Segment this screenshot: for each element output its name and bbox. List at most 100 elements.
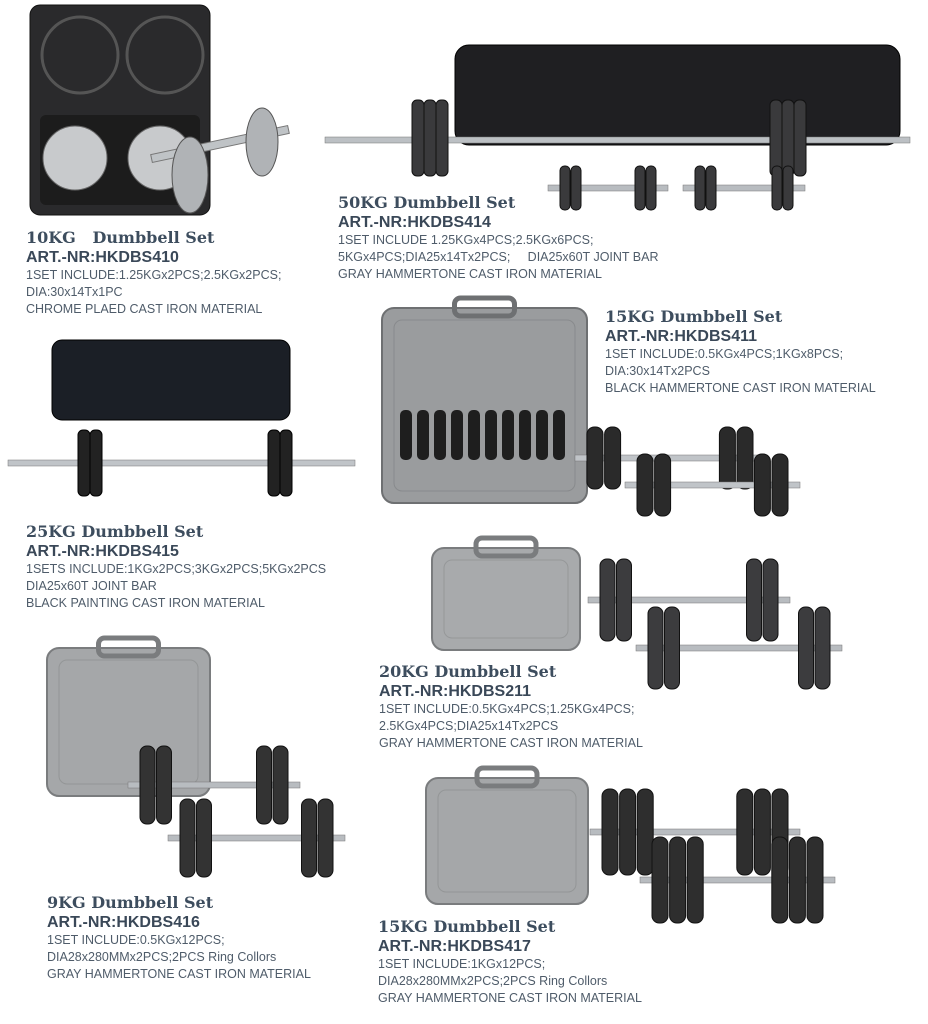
article-number: ART.-NR:HKDBS416	[47, 914, 200, 931]
weight-plate	[753, 453, 771, 517]
carry-case	[425, 777, 589, 905]
barbell-bar	[324, 136, 911, 144]
weight-plate	[762, 558, 779, 642]
spec-line: 1SETS INCLUDE:1KGx2PCS;3KGx2PCS;5KGx2PCS	[26, 562, 327, 576]
product-title: 10KG Dumbbell Set	[26, 228, 215, 247]
weight-plate	[267, 429, 281, 497]
spec-line: GRAY HAMMERTONE CAST IRON MATERIAL	[378, 991, 642, 1005]
spec-line: 1SET INCLUDE:0.5KGx4PCS;1.25KGx4PCS;	[379, 702, 635, 716]
spec-line: DIA28x280MMx2PCS;2PCS Ring Collors	[378, 974, 608, 988]
carry-case	[431, 547, 581, 651]
chrome-plate	[171, 136, 209, 214]
article-number: ART.-NR:HKDBS211	[379, 683, 532, 700]
spec-line: BLACK HAMMERTONE CAST IRON MATERIAL	[605, 381, 876, 395]
weight-plate	[279, 429, 293, 497]
weight-plate	[636, 453, 654, 517]
weight-plate	[686, 836, 704, 924]
weight-plate	[718, 426, 736, 490]
weight-plate	[256, 745, 272, 825]
carry-case	[454, 44, 901, 146]
weight-plate	[634, 165, 646, 211]
weight-plate	[77, 429, 91, 497]
spec-line: DIA28x280MMx2PCS;2PCS Ring Collors	[47, 950, 277, 964]
weight-plate	[793, 99, 807, 177]
spec-line: 5KGx4PCS;DIA25x14Tx2PCS; DIA25x60T JOINT…	[338, 250, 659, 264]
weight-plate	[601, 788, 619, 876]
dumbbell-bar	[635, 644, 843, 652]
weight-plate	[434, 410, 446, 460]
weight-plate	[645, 165, 657, 211]
weight-plate	[798, 606, 814, 690]
product-title: 15KG Dumbbell Set	[605, 307, 783, 326]
weight-plate	[417, 410, 429, 460]
spec-line: DIA:30x14Tx2PCS	[605, 364, 710, 378]
weight-plate	[536, 410, 548, 460]
weight-plate	[782, 165, 794, 211]
product-hkdbs415: 25KG Dumbbell Set ART.-NR:HKDBS415 1SETS…	[26, 522, 326, 612]
product-hkdbs414: 50KG Dumbbell Set ART.-NR:HKDBS414 1SET …	[338, 193, 659, 283]
product-hkdbs410: 10KG Dumbbell Set ART.-NR:HKDBS410 1SET …	[26, 228, 281, 318]
weight-plate	[502, 410, 514, 460]
weight-plate	[654, 453, 672, 517]
weight-plate	[604, 426, 622, 490]
dumbbell-bar	[682, 184, 806, 192]
product-hkdbs211: 20KG Dumbbell Set ART.-NR:HKDBS211 1SET …	[379, 662, 643, 752]
case-panel	[437, 789, 577, 893]
article-number: ART.-NR:HKDBS415	[26, 543, 179, 560]
spec-line: BLACK PAINTING CAST IRON MATERIAL	[26, 596, 265, 610]
weight-plate	[694, 165, 706, 211]
weight-plate	[519, 410, 531, 460]
weight-plate	[139, 745, 156, 825]
weight-plate	[753, 788, 771, 876]
product-hkdbs416: 9KG Dumbbell Set ART.-NR:HKDBS416 1SET I…	[47, 893, 311, 983]
weight-plate	[705, 165, 717, 211]
spec-line: GRAY HAMMERTONE CAST IRON MATERIAL	[47, 967, 311, 981]
spec-line: 1SET INCLUDE:0.5KGx12PCS;	[47, 933, 225, 947]
weight-plate	[179, 798, 196, 878]
weight-plate	[651, 836, 669, 924]
case-slot	[40, 15, 120, 95]
case-slot	[125, 15, 205, 95]
weight-plate	[570, 165, 582, 211]
product-title: 15KG Dumbbell Set	[378, 917, 556, 936]
product-title: 20KG Dumbbell Set	[379, 662, 557, 681]
weight-plate	[769, 99, 783, 177]
carry-case	[381, 307, 588, 504]
weight-plate	[468, 410, 480, 460]
case-handle	[96, 635, 161, 659]
spec-line: 1SET INCLUDE:1KGx12PCS;	[378, 957, 546, 971]
weight-plate	[771, 836, 789, 924]
weight-plate	[196, 798, 212, 878]
weight-plate	[586, 426, 604, 490]
case-handle	[452, 295, 517, 319]
article-number: ART.-NR:HKDBS410	[26, 249, 179, 266]
dumbbell-bar	[624, 481, 801, 489]
article-number: ART.-NR:HKDBS417	[378, 938, 531, 955]
spec-line: 1SET INCLUDE:1.25KGx2PCS;2.5KGx2PCS;	[26, 268, 282, 282]
weight-plate	[669, 836, 687, 924]
chrome-plate	[245, 107, 279, 177]
dumbbell-bar	[587, 596, 791, 604]
product-hkdbs417: 15KG Dumbbell Set ART.-NR:HKDBS417 1SET …	[378, 917, 642, 1007]
chrome-plate	[42, 125, 108, 191]
weight-plate	[771, 453, 789, 517]
spec-line: 1SET INCLUDE:0.5KGx4PCS;1KGx8PCS;	[605, 347, 844, 361]
case-panel	[443, 559, 569, 639]
dumbbell-bar	[639, 876, 836, 884]
spec-line: DIA25x60T JOINT BAR	[26, 579, 157, 593]
spec-line: DIA:30x14Tx1PC	[26, 285, 123, 299]
dumbbell-bar	[167, 834, 346, 842]
spec-line: CHROME PLAED CAST IRON MATERIAL	[26, 302, 263, 316]
dumbbell-bar	[127, 781, 301, 789]
weight-plate	[647, 606, 664, 690]
weight-plate	[616, 558, 632, 642]
spec-line: 2.5KGx4PCS;DIA25x14Tx2PCS	[379, 719, 559, 733]
weight-plate	[664, 606, 680, 690]
article-number: ART.-NR:HKDBS414	[338, 214, 491, 231]
carry-case	[51, 339, 291, 421]
weight-plate	[89, 429, 103, 497]
product-title: 25KG Dumbbell Set	[26, 522, 204, 541]
weight-plate	[411, 99, 425, 177]
weight-plate	[400, 410, 412, 460]
